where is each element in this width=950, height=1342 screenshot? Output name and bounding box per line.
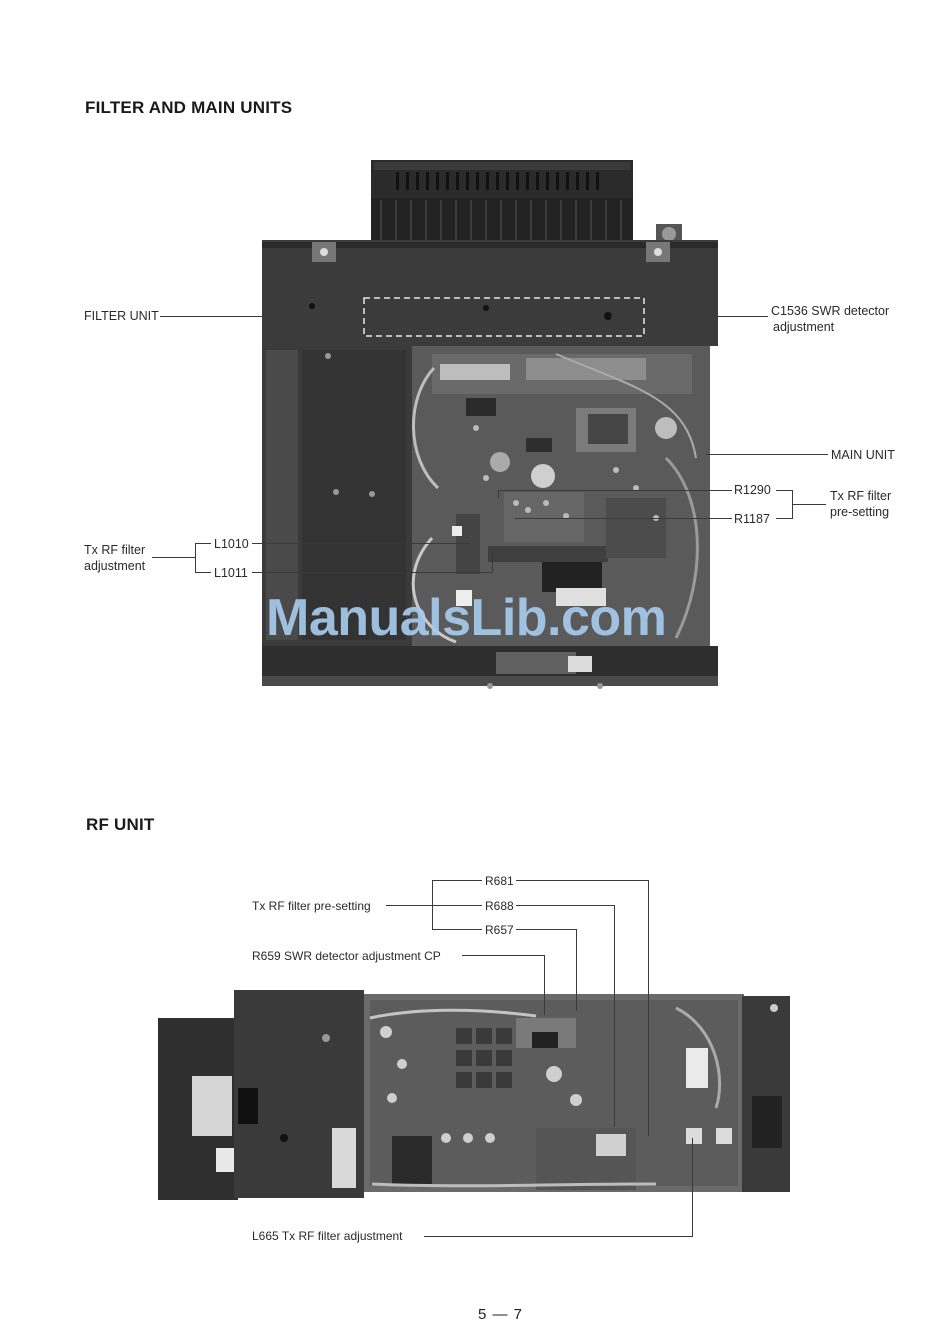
label-r1290: R1290 bbox=[734, 482, 771, 498]
leader-main-unit bbox=[706, 454, 828, 455]
leader-l1011-rise bbox=[492, 552, 493, 573]
label-filter-unit: FILTER UNIT bbox=[84, 308, 159, 324]
label-txrf-adj-line1: Tx RF filter bbox=[84, 542, 145, 558]
label-r688: R688 bbox=[485, 898, 514, 914]
leader-r1187 bbox=[515, 518, 732, 519]
label-l1010: L1010 bbox=[214, 536, 249, 552]
leader-r1290 bbox=[498, 490, 732, 491]
leader-r681-out bbox=[516, 880, 648, 881]
label-txrf-adj-line2: adjustment bbox=[84, 558, 145, 574]
bracket-txrf-top bbox=[195, 543, 211, 544]
leader-filter-unit bbox=[160, 316, 368, 317]
leader-l665-out bbox=[424, 1236, 692, 1237]
label-presetting-line2: pre-setting bbox=[830, 504, 889, 520]
leader-rf-presetting bbox=[386, 905, 432, 906]
label-l1011: L1011 bbox=[214, 565, 248, 581]
label-r657: R657 bbox=[485, 922, 514, 938]
bracket-presetting-stem bbox=[792, 504, 826, 505]
page-number: 5 — 7 bbox=[478, 1306, 523, 1323]
leader-r659-out bbox=[462, 955, 544, 956]
label-tx-presetting: Tx RF filter pre-setting bbox=[252, 898, 371, 914]
section-title-rf-unit: RF UNIT bbox=[86, 815, 154, 835]
leader-r657-out bbox=[516, 929, 576, 930]
label-r681: R681 bbox=[485, 873, 514, 889]
bracket-txrf-spine bbox=[195, 543, 196, 572]
leader-r681-drop bbox=[648, 880, 649, 1136]
leader-l665-rise bbox=[692, 1138, 693, 1237]
bracket-rf-r681 bbox=[432, 880, 482, 881]
leader-r1290-drop bbox=[498, 490, 499, 498]
bracket-txrf-stem bbox=[152, 557, 196, 558]
bracket-presetting-top bbox=[776, 490, 792, 491]
leader-r657-drop bbox=[576, 929, 577, 1011]
bracket-txrf-bottom bbox=[195, 572, 211, 573]
bracket-rf-r688 bbox=[432, 905, 482, 906]
leader-c1536 bbox=[610, 316, 768, 317]
label-main-unit: MAIN UNIT bbox=[831, 447, 895, 463]
leader-r688-drop bbox=[614, 905, 615, 1127]
label-r1187: R1187 bbox=[734, 511, 770, 527]
section-title-filter-main: FILTER AND MAIN UNITS bbox=[85, 98, 292, 118]
label-l665: L665 Tx RF filter adjustment bbox=[252, 1228, 403, 1244]
leader-l1010 bbox=[252, 543, 470, 544]
leader-l1011 bbox=[252, 572, 492, 573]
bracket-presetting-bottom bbox=[776, 518, 792, 519]
watermark: ManualsLib.com bbox=[266, 588, 666, 648]
label-c1536-line2: adjustment bbox=[773, 319, 834, 335]
label-presetting-line1: Tx RF filter bbox=[830, 488, 891, 504]
rf-unit-photo bbox=[156, 988, 792, 1200]
leader-r688-out bbox=[516, 905, 614, 906]
bracket-rf-r657 bbox=[432, 929, 482, 930]
label-r659: R659 SWR detector adjustment CP bbox=[252, 948, 441, 964]
label-c1536-line1: C1536 SWR detector bbox=[771, 303, 889, 319]
leader-r659-drop bbox=[544, 955, 545, 1015]
